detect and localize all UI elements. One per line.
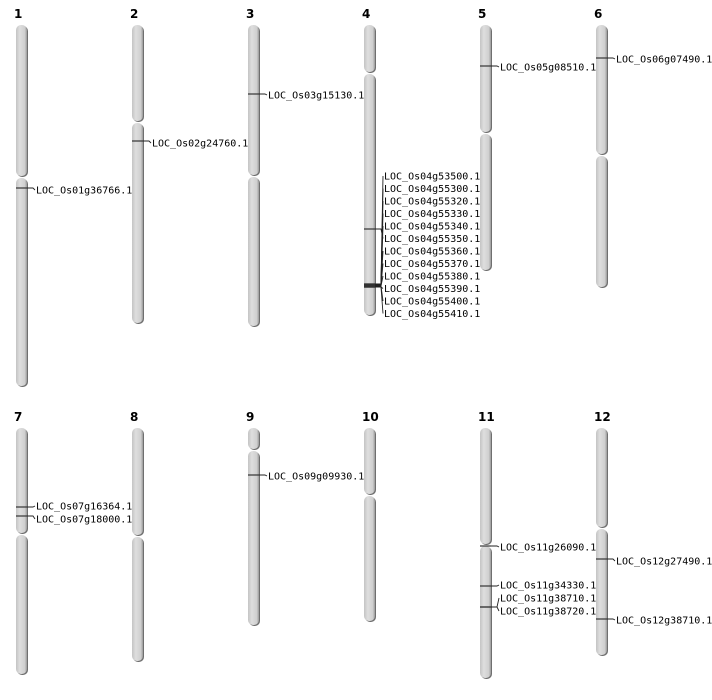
short-arm (364, 25, 375, 72)
chromosome-number: 7 (14, 410, 22, 424)
chromosome-number: 4 (362, 7, 370, 21)
gene-leader-line (491, 584, 500, 587)
long-arm (364, 496, 375, 621)
short-arm (132, 25, 143, 121)
long-arm (132, 537, 143, 661)
chromosome-3 (248, 25, 260, 327)
long-arm (480, 134, 491, 270)
short-arm (16, 25, 27, 176)
chromosome-number: 2 (130, 7, 138, 21)
short-arm (132, 428, 143, 535)
gene-label[interactable]: LOC_Os04g55360.1 (384, 247, 480, 258)
long-arm (132, 123, 143, 323)
chromosome-number: 10 (362, 410, 379, 424)
gene-label[interactable]: LOC_Os04g55410.1 (384, 309, 480, 320)
gene-label[interactable]: LOC_Os11g38720.1 (500, 607, 596, 618)
gene-label[interactable]: LOC_Os07g16364.1 (36, 502, 132, 513)
chromosome-number: 8 (130, 410, 138, 424)
gene-label[interactable]: LOC_Os04g55400.1 (384, 297, 480, 308)
gene-label[interactable]: LOC_Os04g55300.1 (384, 184, 480, 195)
gene-label[interactable]: LOC_Os04g55350.1 (384, 234, 480, 245)
gene-label[interactable]: LOC_Os04g55390.1 (384, 284, 480, 295)
gene-leader-line (607, 57, 616, 60)
gene-label[interactable]: LOC_Os11g38710.1 (500, 594, 596, 605)
gene-label[interactable]: LOC_Os05g08510.1 (500, 63, 596, 74)
gene-leader-line (607, 618, 616, 621)
long-arm (248, 177, 259, 326)
gene-leader-line (259, 474, 268, 477)
chromosome-10 (364, 428, 376, 622)
chromosome-layer (16, 25, 608, 679)
long-arm (596, 529, 607, 655)
gene-leader-line (259, 93, 268, 96)
chromosome-4 (364, 25, 376, 316)
chromosome-11 (480, 428, 492, 679)
gene-leader-line (491, 545, 500, 548)
short-arm (248, 25, 259, 175)
chromosome-8 (132, 428, 144, 662)
chromosome-9 (248, 428, 260, 626)
gene-label[interactable]: LOC_Os11g26090.1 (500, 543, 596, 554)
long-arm (480, 546, 491, 678)
gene-label[interactable]: LOC_Os01g36766.1 (36, 186, 132, 197)
gene-leader-line (491, 606, 500, 612)
chromosome-number: 9 (246, 410, 254, 424)
short-arm (364, 428, 375, 494)
long-arm (16, 178, 27, 386)
chromosome-number: 5 (478, 7, 486, 21)
chromosome-2 (132, 25, 144, 324)
short-arm (16, 428, 27, 533)
short-arm (248, 428, 259, 449)
gene-label[interactable]: LOC_Os04g55330.1 (384, 209, 480, 220)
chromosome-number: 12 (594, 410, 611, 424)
gene-leader-line (375, 285, 384, 302)
long-arm (364, 74, 375, 315)
gene-label[interactable]: LOC_Os04g55340.1 (384, 222, 480, 233)
gene-leader-line (27, 505, 36, 508)
gene-leader-line (491, 65, 500, 68)
gene-label[interactable]: LOC_Os06g07490.1 (616, 55, 712, 66)
gene-label[interactable]: LOC_Os12g27490.1 (616, 557, 712, 568)
gene-label[interactable]: LOC_Os12g38710.1 (616, 616, 712, 627)
gene-leader-line (491, 597, 500, 608)
gene-label[interactable]: LOC_Os09g09930.1 (268, 472, 364, 483)
chromosome-number: 6 (594, 7, 602, 21)
long-arm (596, 156, 607, 287)
chromosome-number: 11 (478, 410, 495, 424)
gene-label[interactable]: LOC_Os03g15130.1 (268, 91, 364, 102)
gene-leader-line (27, 187, 36, 191)
chromosome-12 (596, 428, 608, 656)
chromosome-number: 1 (14, 7, 22, 21)
gene-leader-line (375, 286, 384, 314)
long-arm (248, 451, 259, 625)
short-arm (480, 25, 491, 132)
short-arm (596, 25, 607, 154)
gene-label[interactable]: LOC_Os04g55370.1 (384, 259, 480, 270)
chromosome-number: 3 (246, 7, 254, 21)
gene-leader-line (27, 515, 36, 520)
leader-line-layer (16, 57, 616, 621)
short-arm (480, 428, 491, 544)
gene-leader-line (375, 228, 384, 239)
chromosome-5 (480, 25, 492, 271)
gene-label[interactable]: LOC_Os04g53500.1 (384, 172, 480, 183)
gene-leader-line (607, 558, 616, 562)
gene-label[interactable]: LOC_Os04g55380.1 (384, 272, 480, 283)
gene-leader-line (143, 140, 152, 144)
gene-label[interactable]: LOC_Os11g34330.1 (500, 581, 596, 592)
chromosome-6 (596, 25, 608, 288)
long-arm (16, 535, 27, 674)
chromosome-7 (16, 428, 28, 675)
short-arm (596, 428, 607, 527)
gene-label[interactable]: LOC_Os07g18000.1 (36, 515, 132, 526)
gene-label[interactable]: LOC_Os04g55320.1 (384, 197, 480, 208)
chromosome-1 (16, 25, 28, 387)
gene-label[interactable]: LOC_Os02g24760.1 (152, 139, 248, 150)
